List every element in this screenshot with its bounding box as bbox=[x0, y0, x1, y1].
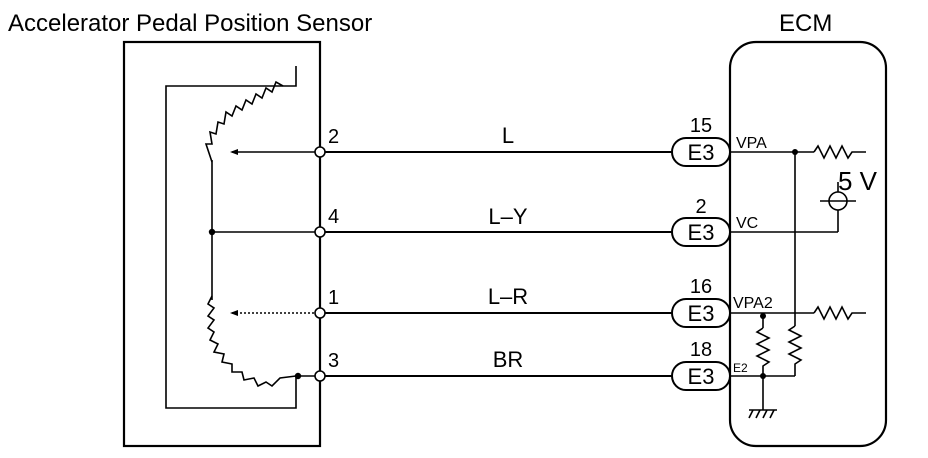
sensor-pin-label: 3 bbox=[328, 350, 339, 372]
ecm-pin-number: 2 bbox=[695, 196, 706, 218]
connector-code: E3 bbox=[688, 220, 715, 245]
sensor-pin-1 bbox=[314, 307, 326, 319]
vpa-resistor bbox=[813, 144, 866, 160]
ecm-terminal-name: VPA2 bbox=[733, 295, 773, 312]
sensor-pin-label: 1 bbox=[328, 287, 339, 309]
sensor-pin-2 bbox=[314, 146, 326, 158]
sensor-pin-4 bbox=[314, 226, 326, 238]
wire-color-label: L–R bbox=[488, 284, 528, 309]
vpa-pulldown-resistor bbox=[787, 325, 803, 376]
sensor-pin-label: 2 bbox=[328, 126, 339, 148]
sensor-pin-label: 4 bbox=[328, 206, 339, 228]
ecm-pin-number: 18 bbox=[690, 339, 712, 361]
wire-color-label: BR bbox=[493, 347, 524, 372]
ecm-pin-number: 16 bbox=[690, 276, 712, 298]
sensor-pin-3 bbox=[314, 370, 326, 382]
sensor-title: Accelerator Pedal Position Sensor bbox=[8, 10, 372, 37]
sensor-inner-frame bbox=[165, 66, 297, 409]
ecm-terminal-name: VPA bbox=[736, 135, 767, 152]
ecm-housing bbox=[728, 40, 888, 448]
supply-voltage-label: 5 V bbox=[838, 166, 878, 196]
connector-code: E3 bbox=[688, 364, 715, 389]
wire-color-label: L bbox=[502, 123, 514, 148]
connector-code: E3 bbox=[688, 140, 715, 165]
sensor-housing bbox=[122, 40, 322, 448]
wire-color-label: L–Y bbox=[488, 204, 527, 229]
upper-resistor-track bbox=[204, 80, 284, 163]
connector-code: E3 bbox=[688, 301, 715, 326]
ecm-terminal-name: VC bbox=[736, 215, 758, 232]
lower-resistor-track bbox=[206, 295, 297, 388]
ecm-title: ECM bbox=[779, 10, 832, 37]
ground-icon bbox=[748, 409, 777, 419]
wiper-arrow-icon bbox=[230, 149, 238, 155]
vpa2-resistor bbox=[813, 305, 866, 321]
vpa2-pulldown-resistor bbox=[755, 327, 771, 376]
ecm-ground-label: E2 bbox=[733, 361, 748, 375]
ecm-pin-number: 15 bbox=[690, 115, 712, 137]
wiper-arrow-icon bbox=[230, 310, 238, 316]
